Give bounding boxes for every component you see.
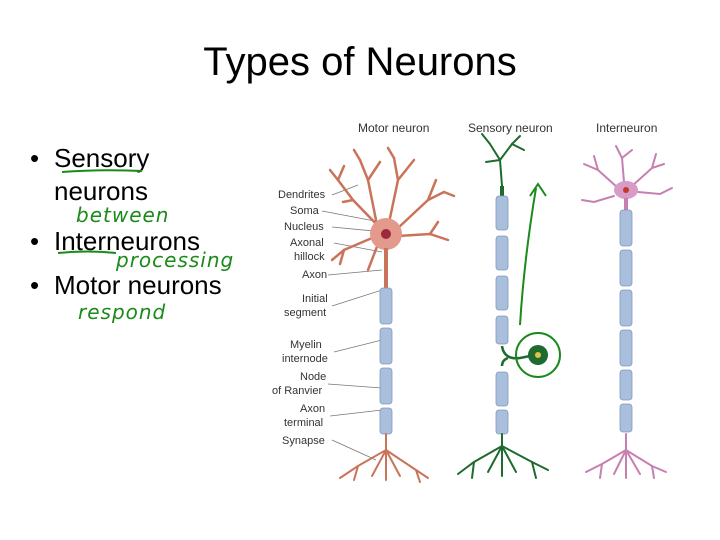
label-axonal: Axonal bbox=[290, 237, 324, 249]
neuron-diagram: Motor neuron Sensory neuron Interneuron … bbox=[272, 121, 673, 483]
bullet-sensory-line2: neurons bbox=[54, 176, 148, 206]
label-axon: Axon bbox=[302, 269, 327, 281]
col-heading-inter: Interneuron bbox=[596, 121, 657, 135]
bullet-motor: •Motor neurons bbox=[30, 270, 222, 300]
label-soma: Soma bbox=[290, 205, 320, 217]
sensory-neuron bbox=[457, 133, 549, 479]
bullet-motor-text: Motor neurons bbox=[54, 270, 222, 300]
bullet-interneurons: •Interneurons bbox=[30, 226, 200, 256]
label-synapse: Synapse bbox=[282, 435, 325, 447]
inter-nucleus bbox=[623, 187, 629, 193]
label-node: Node bbox=[300, 371, 326, 383]
soma-circle-annotation bbox=[515, 332, 561, 378]
underline-interneurons bbox=[57, 250, 117, 254]
underline-sensory bbox=[61, 169, 143, 173]
handwritten-underlines bbox=[57, 169, 143, 254]
handwritten-respond: respond bbox=[78, 300, 167, 324]
handwritten-processing: processing bbox=[116, 248, 235, 272]
sensory-nucleus bbox=[535, 352, 541, 358]
label-of-ranvier: of Ranvier bbox=[272, 385, 322, 397]
upward-arrow-line bbox=[519, 187, 537, 326]
label-dendrites: Dendrites bbox=[278, 189, 326, 201]
handwritten-between: between bbox=[76, 203, 170, 227]
label-segment: segment bbox=[284, 307, 326, 319]
label-internode: internode bbox=[282, 353, 328, 365]
motor-nucleus bbox=[381, 229, 391, 239]
label-initial: Initial bbox=[302, 293, 328, 305]
col-heading-sensory: Sensory neuron bbox=[468, 121, 553, 135]
structure-labels: Dendrites Soma Nucleus Axonal hillock Ax… bbox=[272, 189, 328, 447]
bullet-sensory-line1: Sensory bbox=[54, 143, 150, 173]
diagram-annotations bbox=[515, 182, 561, 378]
slide-title: Types of Neurons bbox=[203, 40, 517, 84]
bullet-sensory: •Sensory bbox=[30, 143, 150, 173]
label-nucleus: Nucleus bbox=[284, 221, 324, 233]
label-hillock: hillock bbox=[294, 251, 325, 263]
label-axon-2: Axon bbox=[300, 403, 325, 415]
col-heading-motor: Motor neuron bbox=[358, 121, 429, 135]
label-myelin: Myelin bbox=[290, 339, 322, 351]
motor-neuron bbox=[328, 146, 456, 483]
upward-arrow-head bbox=[529, 182, 547, 197]
interneuron bbox=[581, 145, 673, 479]
label-terminal: terminal bbox=[284, 417, 323, 429]
